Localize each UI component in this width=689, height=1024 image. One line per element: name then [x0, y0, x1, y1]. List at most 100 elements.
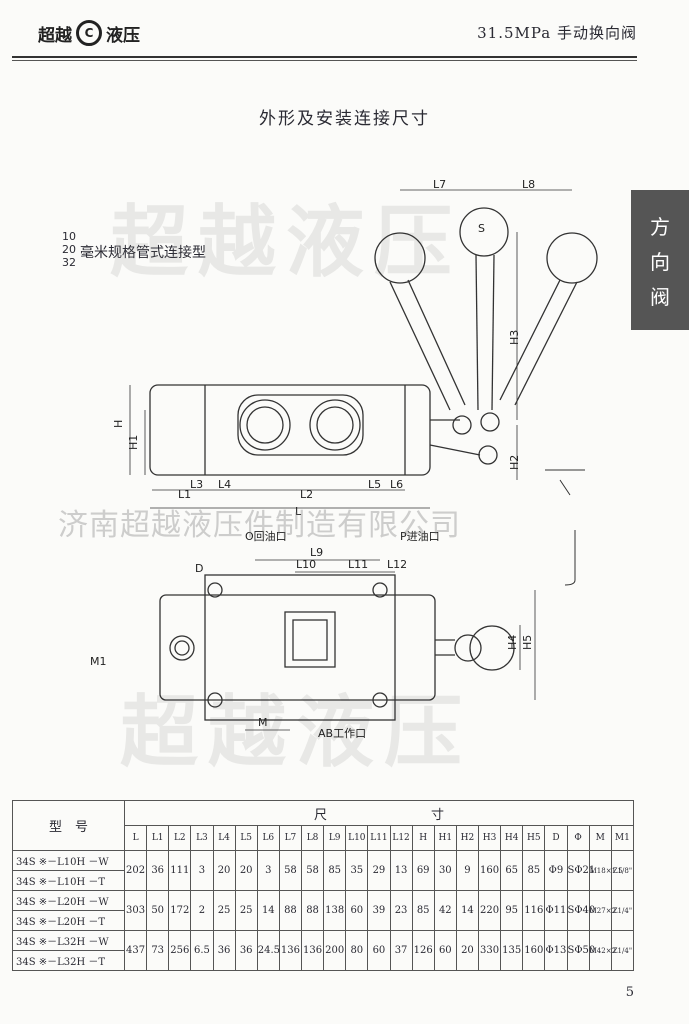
value-cell: Z1/4"	[610, 930, 635, 971]
model-cell: 34S ※－L10H －T	[12, 870, 125, 891]
value-cell: 20	[212, 850, 236, 891]
value-cell: 80	[345, 930, 369, 971]
side-tab-char: 阀	[650, 284, 670, 309]
side-tab: 方 向 阀	[631, 190, 689, 330]
column-header: L10	[345, 825, 369, 851]
page-number: 5	[625, 985, 634, 1000]
model-cell: 34S ※－L20H －T	[12, 910, 125, 931]
label-pressure-port: P进油口	[400, 529, 440, 543]
value-cell: 111	[168, 850, 192, 891]
value-cell: 14	[256, 890, 280, 931]
value-cell: 85	[411, 890, 435, 931]
value-cell: 60	[433, 930, 457, 971]
value-cell: 14	[455, 890, 480, 931]
column-header: L4	[212, 825, 236, 851]
label-H3: H3	[508, 330, 521, 345]
column-header: L1	[146, 825, 170, 851]
value-cell: 73	[146, 930, 170, 971]
value-cell: Φ9	[544, 850, 568, 891]
value-cell: 126	[411, 930, 435, 971]
value-cell: 24.5	[256, 930, 280, 971]
label-H1: H1	[127, 435, 140, 450]
column-header: L8	[300, 825, 325, 851]
label-S: S	[478, 222, 485, 235]
column-header: H2	[455, 825, 480, 851]
label-H: H	[112, 420, 125, 428]
brand-logo: 超越 C 液压	[38, 20, 140, 46]
label-M: M	[258, 716, 268, 729]
label-return-port: O回油口	[245, 529, 287, 543]
value-cell: 42	[433, 890, 457, 931]
value-cell: 330	[477, 930, 502, 971]
size-item: 20	[62, 243, 76, 256]
value-cell: 35	[345, 850, 369, 891]
column-header: M	[588, 825, 612, 851]
size-item: 10	[62, 230, 76, 243]
value-cell: 25	[234, 890, 258, 931]
value-cell: 58	[300, 850, 325, 891]
dimension-header: 尺 寸	[124, 800, 634, 826]
value-cell: 9	[455, 850, 480, 891]
label-D: D	[195, 562, 203, 575]
column-header: L3	[190, 825, 214, 851]
value-cell: 88	[300, 890, 325, 931]
side-tab-char: 方	[650, 214, 670, 239]
brand-right: 液压	[106, 25, 140, 46]
value-cell: 60	[367, 930, 391, 971]
value-cell: M42×2	[588, 930, 616, 971]
value-cell: 50	[146, 890, 170, 931]
value-cell: M27×2	[588, 890, 616, 931]
value-cell: 303	[123, 890, 148, 931]
label-L12: L12	[387, 558, 407, 571]
model-cell: 34S ※－L32H －W	[12, 930, 125, 951]
valve-drawing: L7 L8 S H3 H H1 H2 L1 L3 L4 L2 L5 L6 L O…	[90, 178, 598, 740]
label-L2: L2	[300, 488, 313, 501]
label-H2: H2	[508, 455, 521, 470]
column-header: L12	[389, 825, 413, 851]
column-header: L	[123, 825, 148, 851]
column-header: H4	[500, 825, 524, 851]
value-cell: 220	[477, 890, 502, 931]
column-header: L5	[234, 825, 258, 851]
size-item: 32	[62, 256, 76, 269]
handle-center	[459, 207, 509, 411]
label-L10: L10	[296, 558, 316, 571]
label-L: L	[295, 505, 302, 518]
model-cell: 34S ※－L20H －W	[12, 890, 125, 911]
section-title: 外形及安装连接尺寸	[259, 109, 430, 129]
value-cell: 20	[234, 850, 258, 891]
size-list: 10 20 32	[62, 230, 76, 269]
value-cell: 23	[389, 890, 413, 931]
value-cell: 135	[500, 930, 524, 971]
value-cell: 65	[500, 850, 524, 891]
value-cell: M18×1.5	[588, 850, 623, 891]
value-cell: Z1/8"	[610, 850, 635, 891]
value-cell: 437	[123, 930, 148, 971]
label-L1: L1	[178, 488, 191, 501]
value-cell: 36	[212, 930, 236, 971]
value-cell: 88	[278, 890, 303, 931]
header-divider	[12, 56, 637, 58]
column-header: L7	[278, 825, 303, 851]
label-L11: L11	[348, 558, 368, 571]
column-header: L9	[323, 825, 347, 851]
value-cell: Φ11	[544, 890, 568, 931]
label-L8: L8	[522, 178, 535, 191]
value-cell: 36	[146, 850, 170, 891]
column-header: L6	[256, 825, 280, 851]
value-cell: 85	[522, 850, 546, 891]
column-header: H3	[477, 825, 502, 851]
label-H4: H4	[506, 635, 519, 650]
value-cell: 30	[433, 850, 457, 891]
model-cell: 34S ※－L32H －T	[12, 950, 125, 971]
table-row: 34S ※－L32H －T	[12, 950, 634, 971]
column-header: H1	[433, 825, 457, 851]
header-title: 31.5MPa 手动换向阀	[477, 24, 637, 42]
model-cell: 34S ※－L10H －W	[12, 850, 125, 871]
valve-body-front	[149, 384, 481, 476]
value-cell: 160	[522, 930, 546, 971]
value-cell: 6.5	[190, 930, 214, 971]
handle-right	[499, 232, 598, 406]
